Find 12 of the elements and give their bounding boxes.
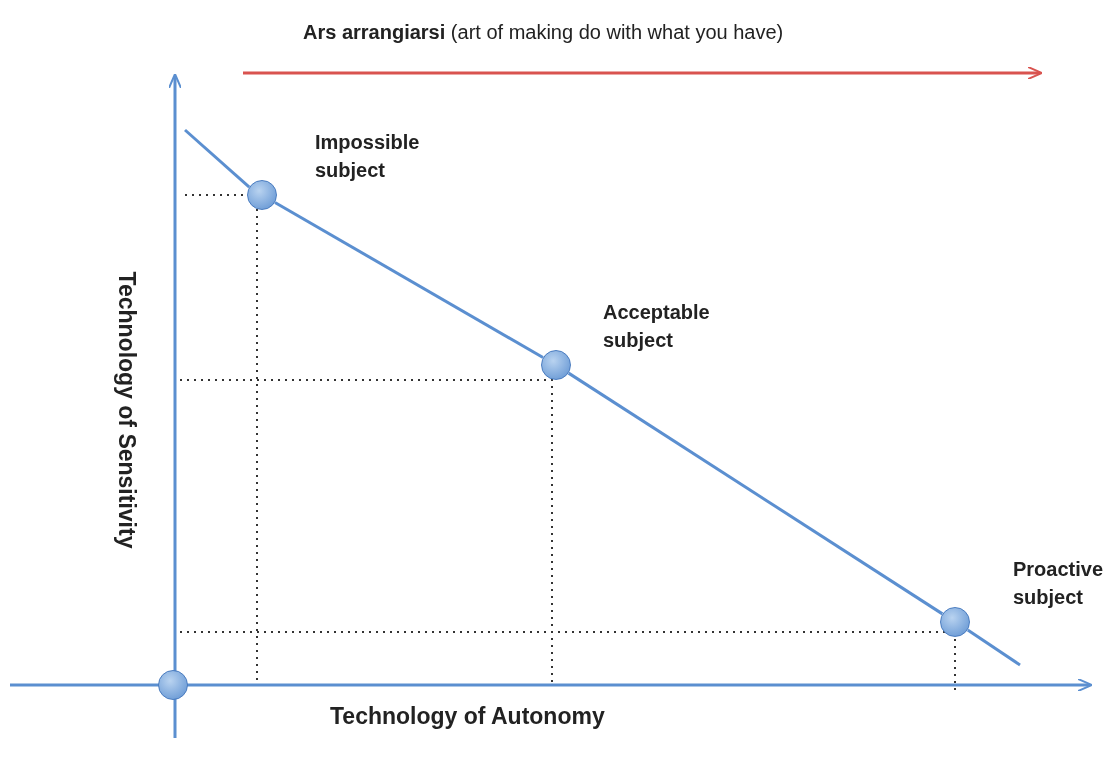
axis-label: Technology of Autonomy [330, 702, 605, 730]
point-label: Acceptable subject [603, 300, 711, 353]
point-marker [940, 607, 970, 637]
axis-label: Technology of Sensitivity [113, 271, 141, 549]
point-label: Impossible subject [315, 130, 421, 183]
chart-title: Ars arrangiarsi (art of making do with what you have) [303, 20, 784, 45]
trend-line [567, 371, 944, 616]
point-label: Proactive subject [1013, 557, 1105, 610]
point-marker [247, 180, 277, 210]
point-marker [541, 350, 571, 380]
point-marker [158, 670, 188, 700]
trend-line [274, 201, 544, 359]
